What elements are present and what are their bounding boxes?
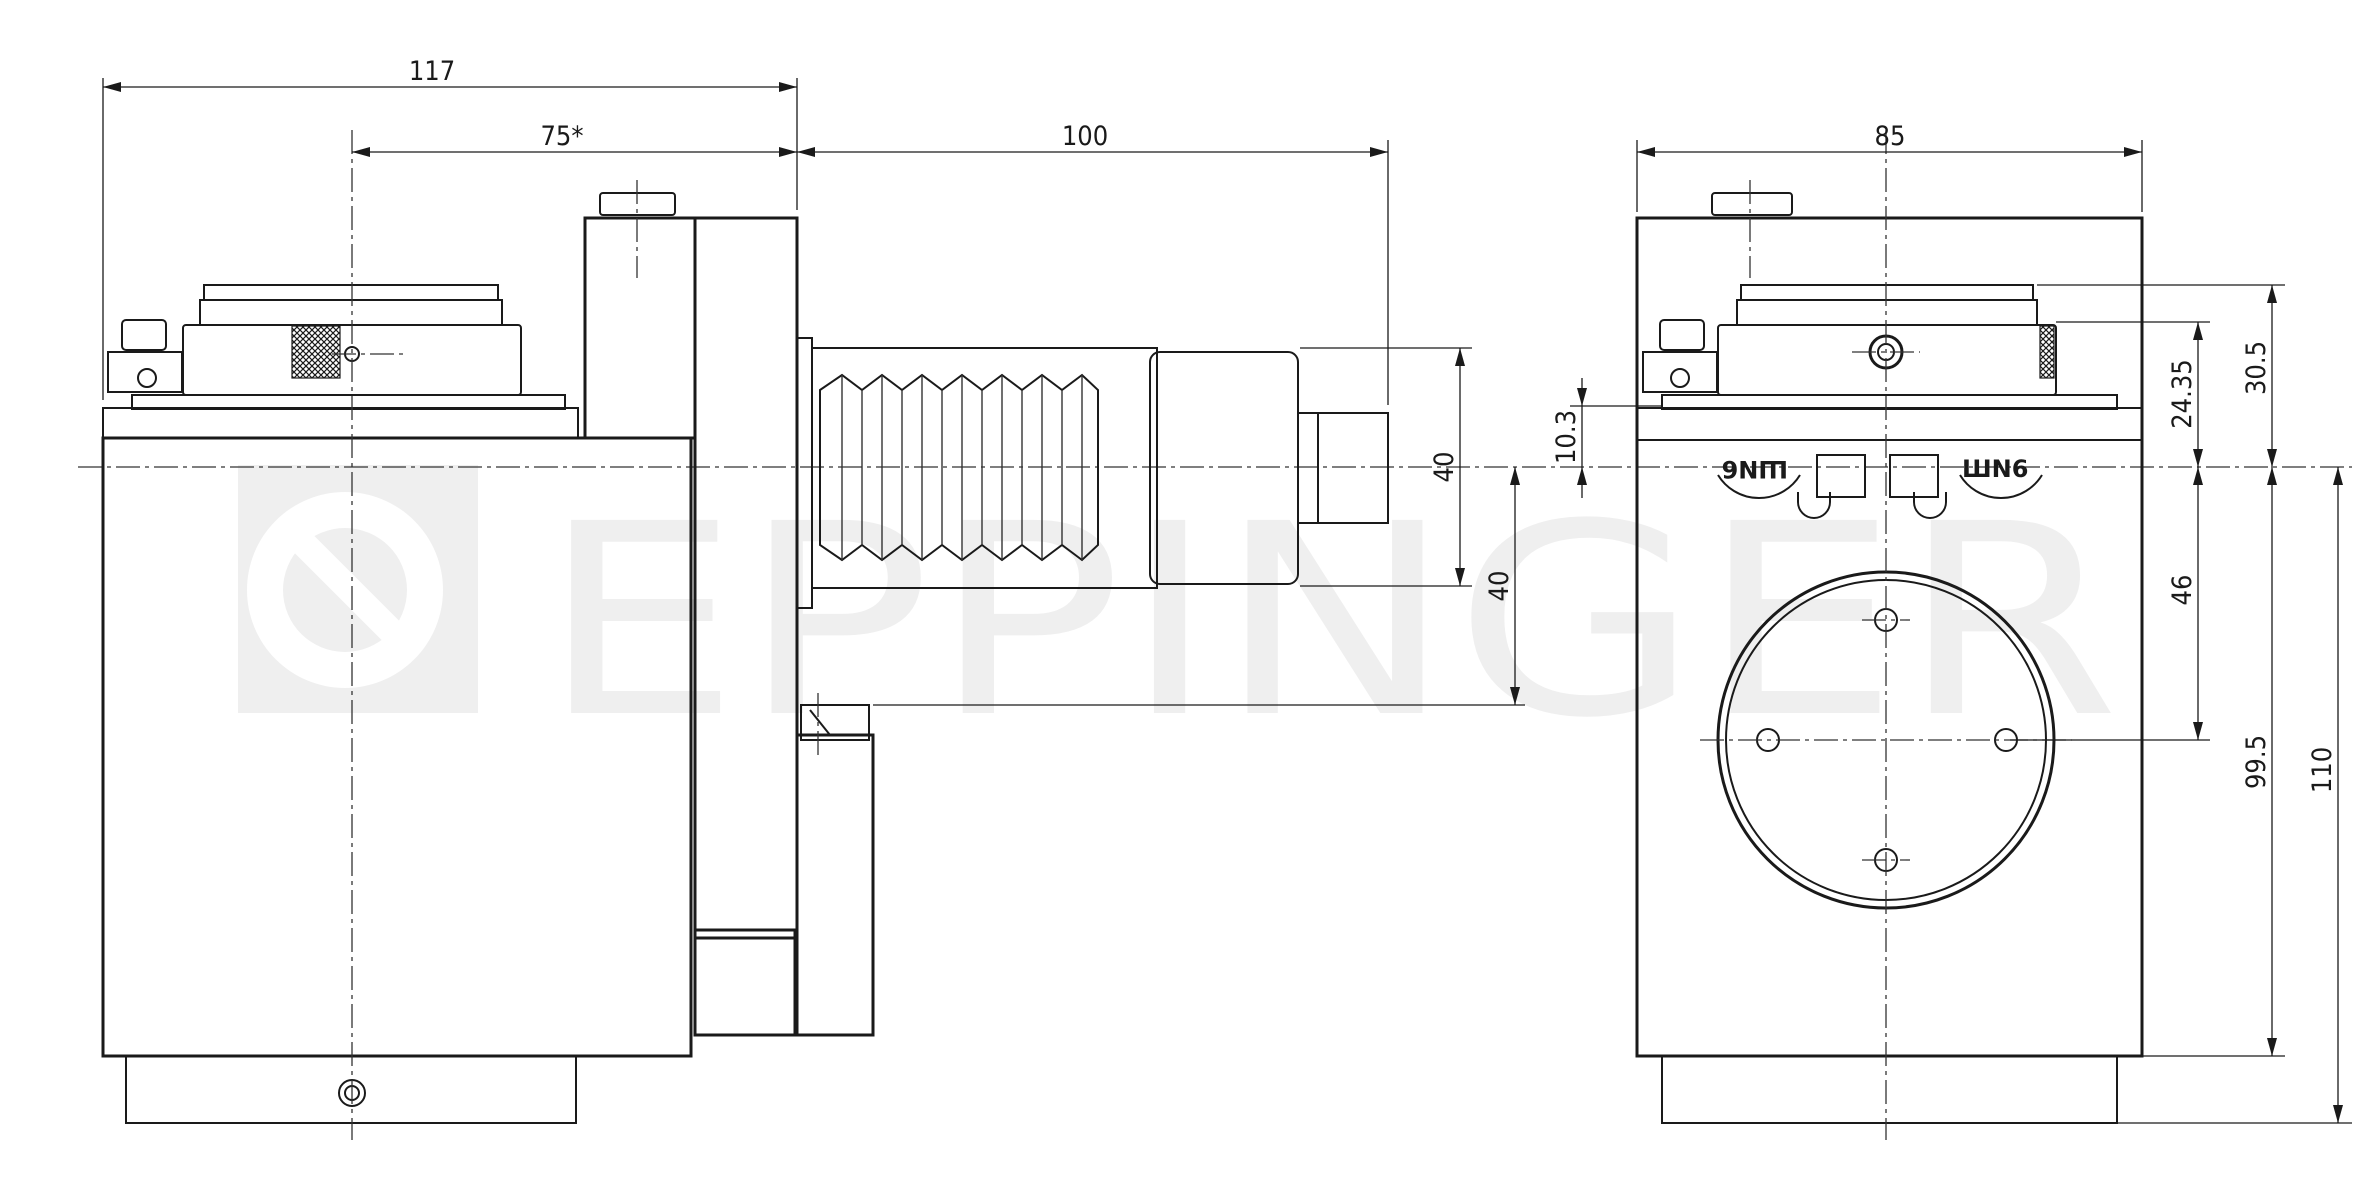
rotation-mark-left: ШN6	[1722, 455, 1788, 483]
side-lower-block	[795, 733, 875, 1037]
rotation-mark-right: ШN6	[1962, 455, 2028, 483]
dim-85: 85	[1875, 121, 1906, 152]
tool-holder-body	[811, 347, 1158, 589]
indicator-left	[1816, 454, 1866, 498]
front-view: ШN6 ШN6	[1635, 130, 2144, 1140]
front-bottom-flange	[1661, 1055, 2118, 1124]
dim-10-3: 10.3	[1551, 410, 1582, 464]
dim-30-5: 30.5	[2241, 341, 2272, 395]
dim-100: 100	[1062, 121, 1108, 152]
dim-110: 110	[2307, 747, 2338, 793]
tool-nose	[1297, 412, 1389, 524]
dim-99-5: 99.5	[2241, 735, 2272, 789]
side-bottom-flange	[125, 1055, 577, 1124]
side-view	[101, 130, 1389, 1140]
dimension-lines	[102, 78, 2352, 1124]
dim-40-thread: 40	[1429, 452, 1460, 483]
dim-75: 75*	[540, 121, 583, 152]
dim-117: 117	[409, 56, 455, 87]
dimension-labels: 117 75* 100 85 40 40 10.3 24.35 30.5 46 …	[409, 56, 2338, 793]
rotation-arc-right-icon	[1959, 474, 2043, 500]
watermark: EPPINGER	[238, 465, 2120, 776]
knurl-pattern	[291, 325, 341, 379]
rotation-arc-left-icon	[1717, 474, 1801, 500]
watermark-text: EPPINGER	[540, 468, 2120, 776]
dim-46: 46	[2167, 575, 2198, 606]
dim-24-35: 24.35	[2167, 359, 2198, 429]
dim-40-height: 40	[1484, 571, 1515, 602]
side-housing-tower	[583, 216, 697, 440]
